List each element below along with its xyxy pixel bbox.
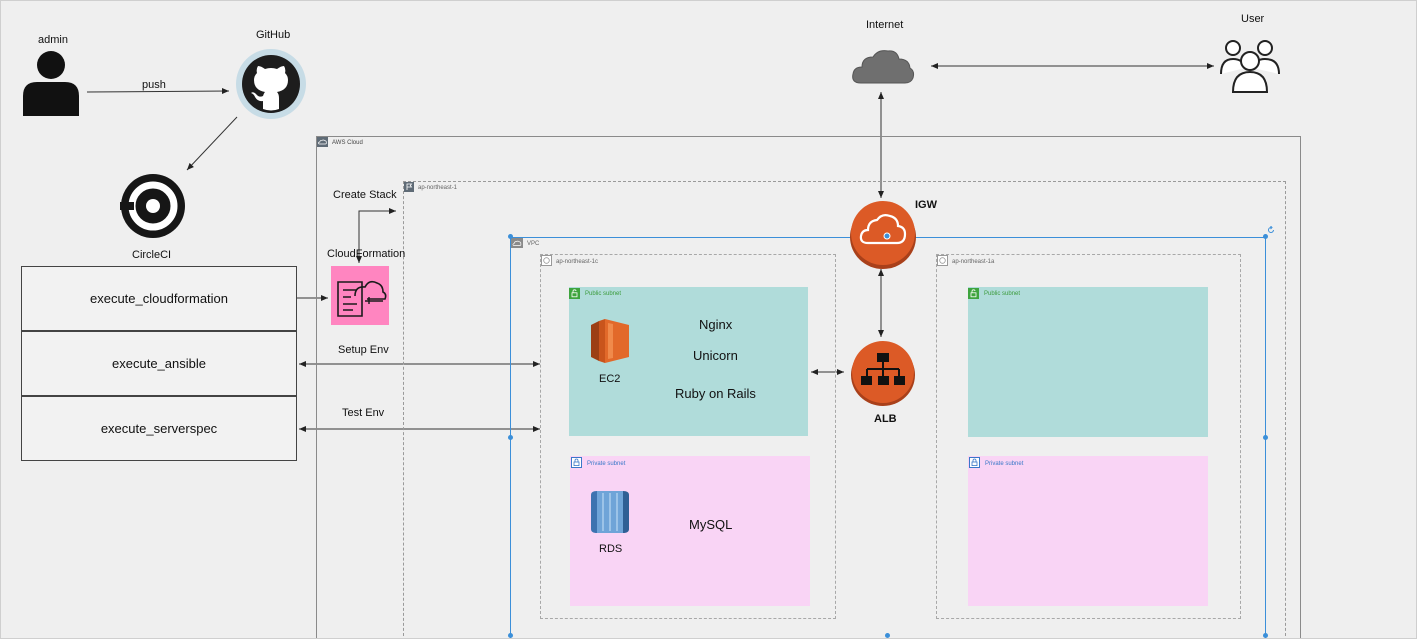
rds-icon[interactable]: [591, 491, 629, 533]
vpc-handle-br[interactable]: [1263, 633, 1268, 638]
vpc-handle-bm[interactable]: [885, 633, 890, 638]
circleci-label: CircleCI: [132, 249, 172, 261]
users-icon: [1220, 40, 1280, 93]
az2-icon: [937, 255, 948, 266]
vpc-handle-mr[interactable]: [1263, 435, 1268, 440]
step-execute-ansible[interactable]: execute_ansible: [21, 331, 297, 396]
az1-label: ap-northeast-1c: [556, 259, 599, 265]
private-subnet-az2-label: Private subnet: [985, 461, 1024, 467]
vpc-handle-bl[interactable]: [508, 633, 513, 638]
igw-icon[interactable]: [850, 201, 916, 269]
alb-icon[interactable]: [850, 340, 916, 406]
vpc-handle-ml[interactable]: [508, 435, 513, 440]
admin-icon: [23, 51, 79, 116]
create-stack-label: Create Stack: [333, 189, 397, 201]
public-subnet-az2-label: Public subnet: [984, 291, 1021, 297]
private-subnet-az1-label: Private subnet: [587, 461, 626, 467]
aws-cloud-group: [316, 136, 1301, 638]
az2-label: ap-northeast-1a: [952, 259, 995, 265]
internet-cloud-icon: [852, 50, 915, 84]
unicorn-label: Unicorn: [693, 348, 738, 363]
rds-label: RDS: [599, 543, 623, 555]
cloudformation-label: CloudFormation: [327, 248, 406, 260]
setup-env-label: Setup Env: [338, 344, 389, 356]
user-label: User: [1241, 13, 1265, 25]
region-flag-icon: [404, 182, 414, 192]
public-subnet-az2: [968, 287, 1208, 437]
private-subnet-az2: [968, 456, 1208, 606]
step-execute-serverspec[interactable]: execute_serverspec: [21, 396, 297, 461]
nginx-label: Nginx: [699, 317, 733, 332]
github-icon[interactable]: [236, 49, 306, 119]
public-subnet-az1-icon: [569, 288, 580, 299]
region-label: ap-northeast-1: [418, 185, 458, 191]
vpc-icon: [511, 238, 523, 248]
vpc-label: VPC: [527, 241, 540, 247]
push-arrow: [86, 88, 230, 95]
create-stack-arrow: [356, 208, 396, 263]
step-execute-cloudformation[interactable]: execute_cloudformation: [21, 266, 297, 331]
internet-label: Internet: [866, 19, 904, 31]
rotate-handle-icon[interactable]: [1267, 226, 1275, 234]
test-env-label: Test Env: [342, 407, 385, 419]
github-circleci-arrow: [186, 116, 238, 171]
public-subnet-az2-icon: [968, 288, 979, 299]
vpc-handle-tl[interactable]: [508, 234, 513, 239]
region-group: [403, 181, 1286, 638]
admin-label: admin: [38, 34, 68, 46]
aws-cloud-label: AWS Cloud: [332, 140, 363, 146]
private-subnet-az2-icon: [969, 457, 980, 468]
private-subnet-az1-icon: [571, 457, 582, 468]
alb-label: ALB: [874, 413, 897, 425]
mysql-label: MySQL: [689, 517, 733, 532]
az1-group: [540, 254, 836, 619]
az1-icon: [541, 255, 552, 266]
github-label: GitHub: [256, 29, 291, 41]
rails-label: Ruby on Rails: [675, 386, 756, 401]
push-label: push: [142, 79, 166, 91]
vpc-handle-tr[interactable]: [1263, 234, 1268, 239]
aws-cloud-icon: [317, 137, 328, 147]
igw-label: IGW: [915, 199, 937, 211]
circleci-icon[interactable]: [120, 173, 186, 239]
ec2-label: EC2: [599, 373, 621, 385]
ec2-icon[interactable]: [591, 319, 629, 363]
cloudformation-icon[interactable]: [331, 266, 389, 325]
public-subnet-az1-label: Public subnet: [585, 291, 622, 297]
az2-group: [936, 254, 1241, 619]
